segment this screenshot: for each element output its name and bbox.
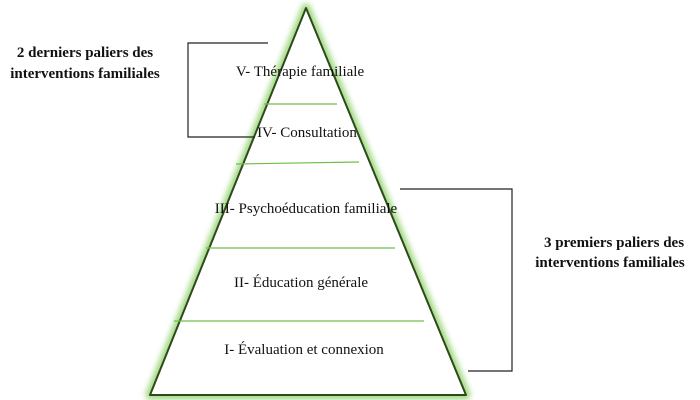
bracket-top-levels — [187, 42, 268, 138]
level-4-label: IV- Consultation — [257, 125, 357, 141]
level-2-label: II- Éducation générale — [234, 274, 368, 291]
group-bottom-label-line2: interventions familiales — [535, 255, 685, 271]
level-1-label: I- Évaluation et connexion — [224, 341, 384, 358]
group-top-label-line1: 2 derniers paliers des — [17, 45, 153, 61]
group-bottom-label-line1: 3 premiers paliers des — [544, 235, 684, 251]
group-top-label-line2: interventions familiales — [10, 66, 160, 82]
bracket-bottom-levels — [400, 188, 513, 372]
level-5-label: V- Thérapie familiale — [236, 64, 365, 80]
level-divider-4-3 — [235, 161, 360, 165]
level-3-label: III- Psychoéducation familiale — [215, 201, 398, 217]
pyramid-outline — [149, 7, 467, 396]
